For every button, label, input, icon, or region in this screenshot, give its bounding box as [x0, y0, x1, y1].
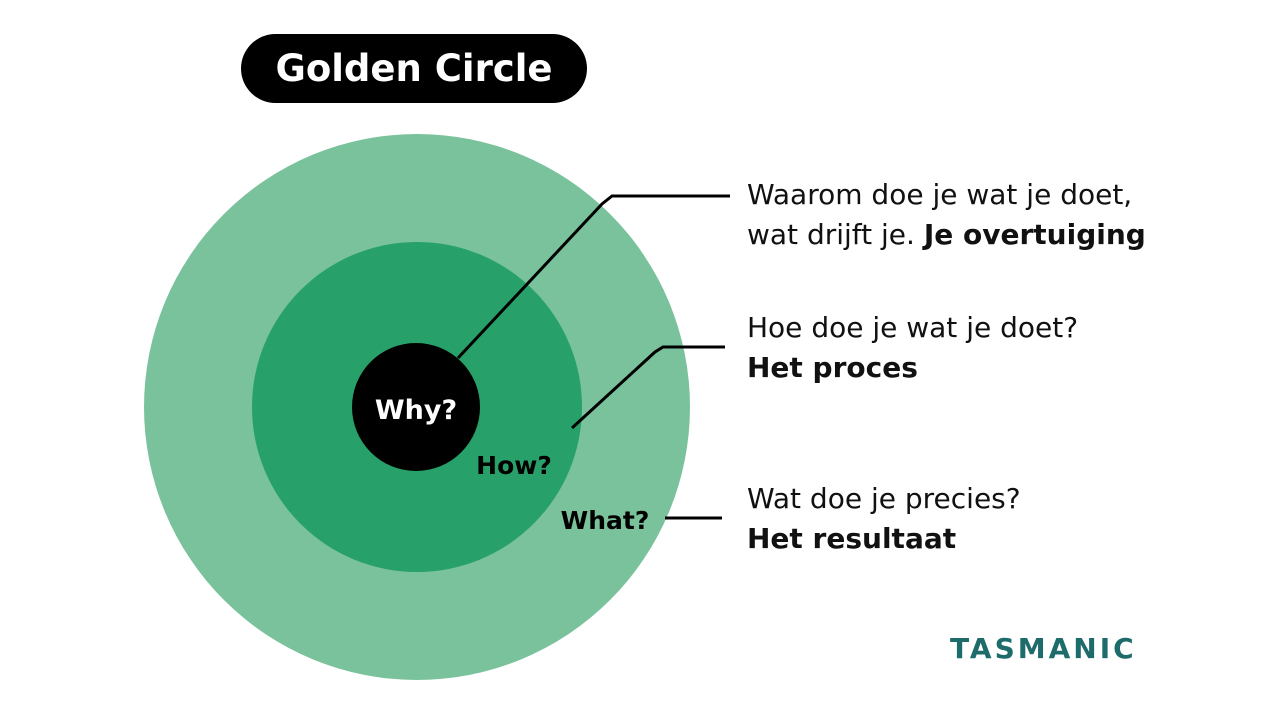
why-connector-line — [456, 194, 730, 360]
what-label: What? — [561, 506, 650, 535]
why-circle — [352, 343, 480, 471]
page-title: Golden Circle — [241, 34, 587, 103]
title-text: Golden Circle — [275, 47, 553, 90]
why-description: Waarom doe je wat je doet, wat drijft je… — [747, 175, 1146, 255]
how-connector-line — [570, 345, 725, 430]
how-description-line1: Hoe doe je wat je doet? — [747, 311, 1079, 344]
why-label: Why? — [375, 395, 457, 426]
why-description-line2: wat drijft je. Je overtuiging — [747, 218, 1146, 251]
how-description-emphasis: Het proces — [747, 351, 918, 384]
why-description-line1: Waarom doe je wat je doet, — [747, 178, 1133, 211]
what-description-line1: Wat doe je precies? — [747, 482, 1021, 515]
why-description-emphasis: Je overtuiging — [923, 218, 1146, 251]
what-description: Wat doe je precies? Het resultaat — [747, 479, 1021, 559]
how-description: Hoe doe je wat je doet? Het proces — [747, 308, 1078, 388]
how-label: How? — [476, 451, 552, 480]
tasmanic-logo: TASMANIC — [950, 632, 1137, 665]
what-description-emphasis: Het resultaat — [747, 522, 957, 555]
